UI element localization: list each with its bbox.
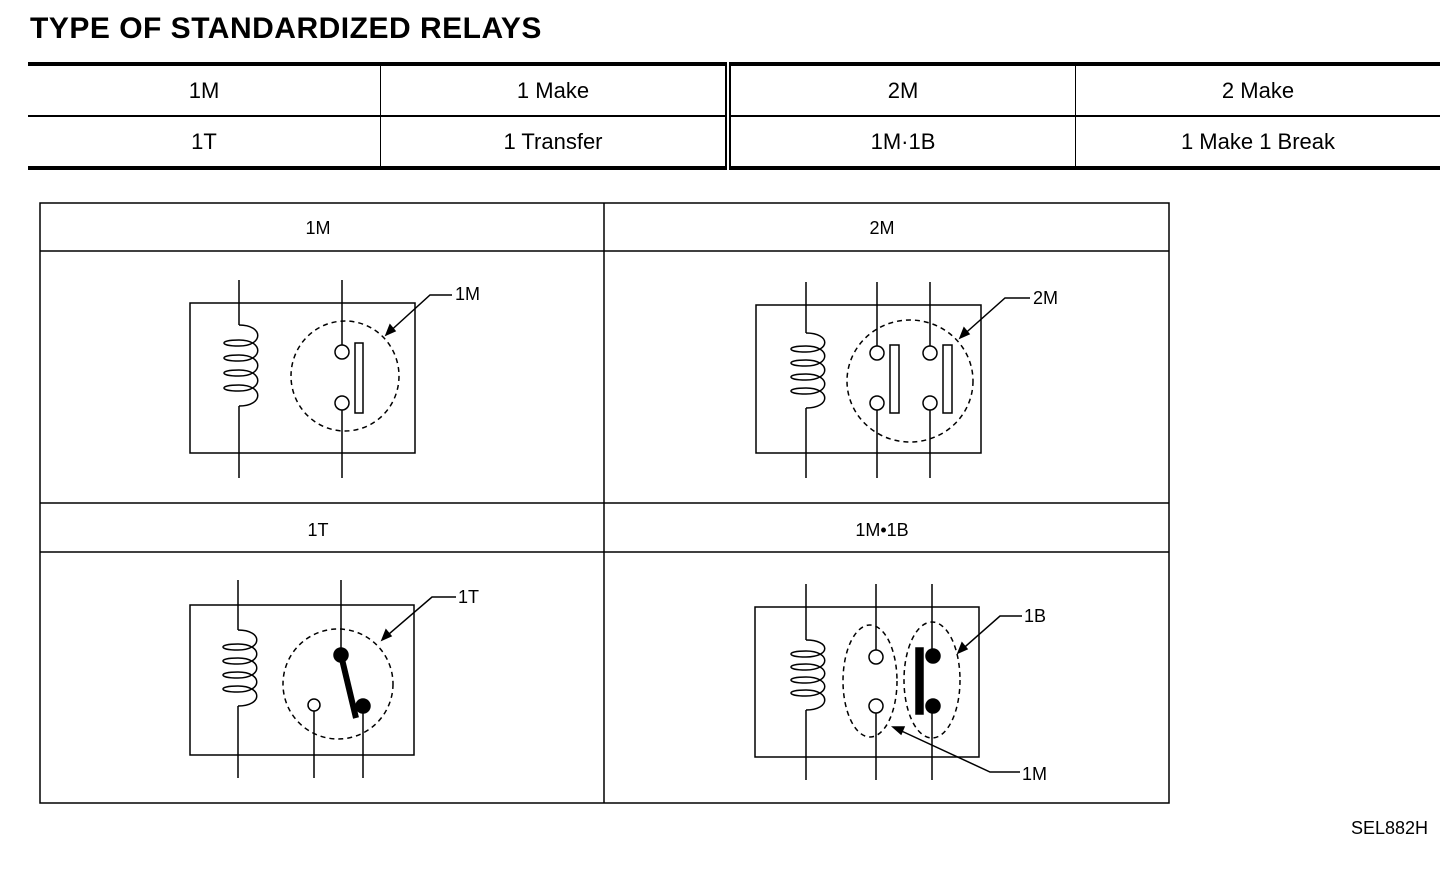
contact-terminal [922, 395, 938, 411]
legend-name-cell: 2 Make [1075, 62, 1440, 117]
contact-terminal [334, 344, 350, 360]
arrow-head-icon [380, 628, 393, 642]
make-contact-terminal [868, 698, 884, 714]
panel-header-1t: 1T [307, 520, 328, 540]
callout-label: 2M [1033, 288, 1058, 308]
relay-body [189, 302, 416, 454]
contact-terminal [869, 345, 885, 361]
contact-terminal [922, 345, 938, 361]
open-contact-bar [354, 342, 364, 414]
legend-row: 1M 1 Make 2M 2 Make [28, 62, 1440, 117]
arrow-head-icon [958, 326, 971, 340]
legend-name-cell: 1 Make 1 Break [1075, 116, 1440, 170]
closed-contact-bar [915, 647, 924, 715]
arrow-head-icon [384, 323, 397, 337]
open-contact-bar [942, 344, 953, 414]
open-contact-bar [889, 344, 900, 414]
open-contact [307, 698, 321, 712]
callout-leader [959, 297, 1030, 339]
relay-1m1b-symbol: 1B 1M [754, 584, 1047, 784]
closed-contact [355, 698, 371, 714]
legend-code-cell: 1M·1B [728, 116, 1076, 170]
relay-type-legend-table: 1M 1 Make 2M 2 Make 1T 1 Transfer 1M·1B … [28, 62, 1440, 170]
coil-icon [790, 584, 826, 780]
break-contact-terminal [925, 648, 941, 664]
relay-body [189, 604, 415, 756]
relay-1m-symbol: 1M [189, 280, 480, 478]
legend-name-cell: 1 Transfer [380, 116, 731, 170]
callout-leader [381, 596, 456, 641]
legend-code-cell: 1M [28, 62, 381, 117]
panel-header-1m: 1M [305, 218, 330, 238]
callout-leader [385, 294, 452, 336]
legend-code-cell: 1T [28, 116, 381, 170]
break-contact-terminal [925, 698, 941, 714]
arrow-head-icon [891, 726, 906, 736]
legend-name-cell: 1 Make [380, 62, 731, 117]
make-contact-terminal [868, 649, 884, 665]
callout-leader-1b [957, 615, 1022, 654]
contact-group-outline [290, 320, 400, 432]
callout-label-1m: 1M [1022, 764, 1047, 784]
legend-row: 1T 1 Transfer 1M·1B 1 Make 1 Break [28, 116, 1440, 170]
coil-icon [222, 580, 258, 778]
callout-label: 1T [458, 587, 479, 607]
contact-terminal [869, 395, 885, 411]
coil-icon [790, 282, 826, 478]
coil-icon [223, 280, 259, 478]
panel-header-1m1b: 1M•1B [855, 520, 908, 540]
make-contact-outline [842, 624, 898, 738]
figure-code: SEL882H [1350, 818, 1428, 838]
relay-body [754, 606, 980, 758]
transfer-arm [338, 654, 359, 719]
relay-2m-symbol: 2M [755, 282, 1058, 478]
callout-leader-1m [894, 727, 1020, 773]
contact-terminal [334, 395, 350, 411]
contact-group-outline [846, 319, 974, 443]
contact-group-outline [282, 628, 394, 740]
panel-header-2m: 2M [869, 218, 894, 238]
callout-label-1b: 1B [1024, 606, 1046, 626]
arrow-head-icon [956, 641, 969, 655]
callout-label: 1M [455, 284, 480, 304]
relay-body [755, 304, 982, 454]
legend-code-cell: 2M [728, 62, 1076, 117]
relay-1t-symbol: 1T [189, 580, 479, 778]
page-title: TYPE OF STANDARDIZED RELAYS [30, 12, 542, 45]
